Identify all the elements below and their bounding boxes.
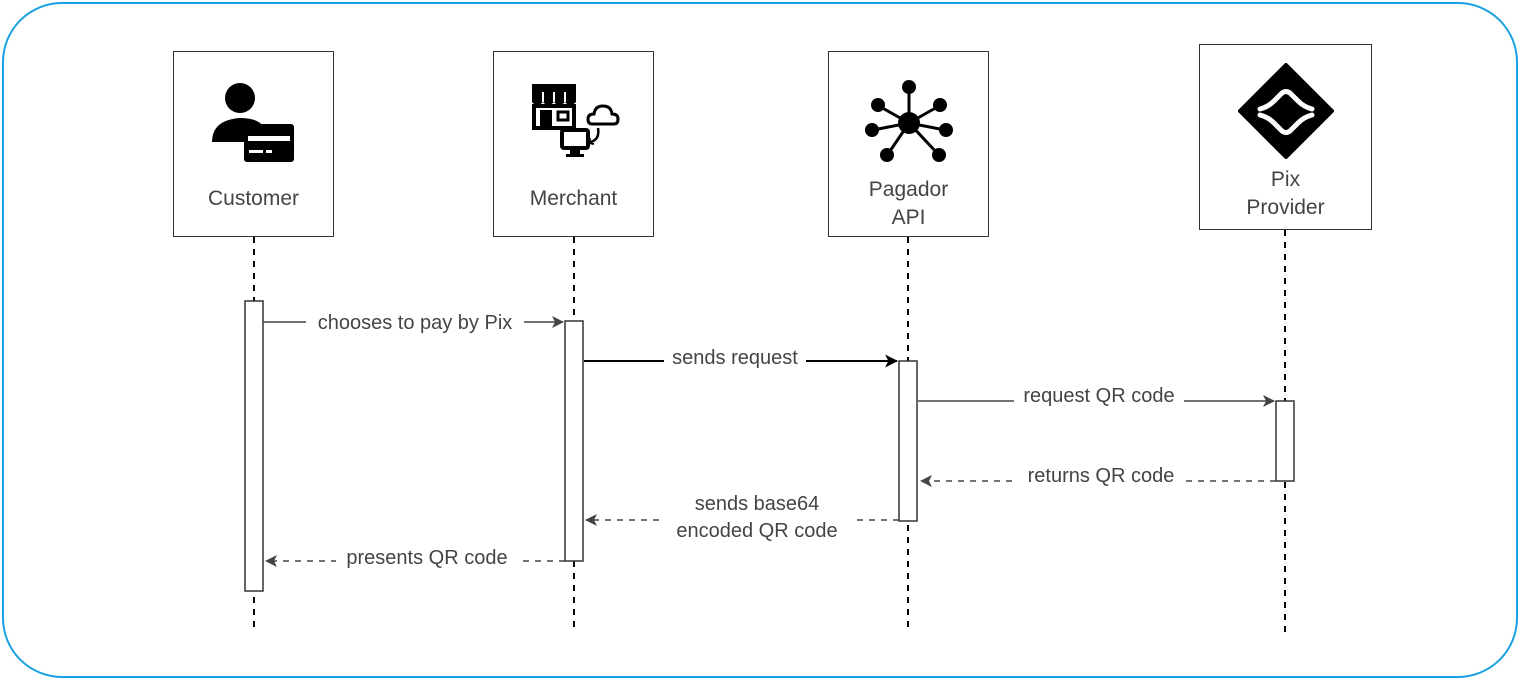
- pix-logo-icon: [1200, 63, 1371, 159]
- participant-customer: Customer: [173, 51, 334, 237]
- network-hub-icon: [829, 78, 988, 168]
- participant-label: Pix Provider: [1246, 168, 1325, 219]
- participant-label: Merchant: [529, 187, 618, 210]
- participant-label: Pagador API: [868, 178, 949, 229]
- store-computer-cloud-icon: [494, 80, 653, 162]
- customer-pos-icon: [174, 80, 333, 165]
- participant-pix-provider: Pix Provider: [1199, 44, 1372, 230]
- participant-label: Customer: [207, 187, 300, 210]
- participant-pagador-api: Pagador API: [828, 51, 989, 237]
- participant-merchant: Merchant: [493, 51, 654, 237]
